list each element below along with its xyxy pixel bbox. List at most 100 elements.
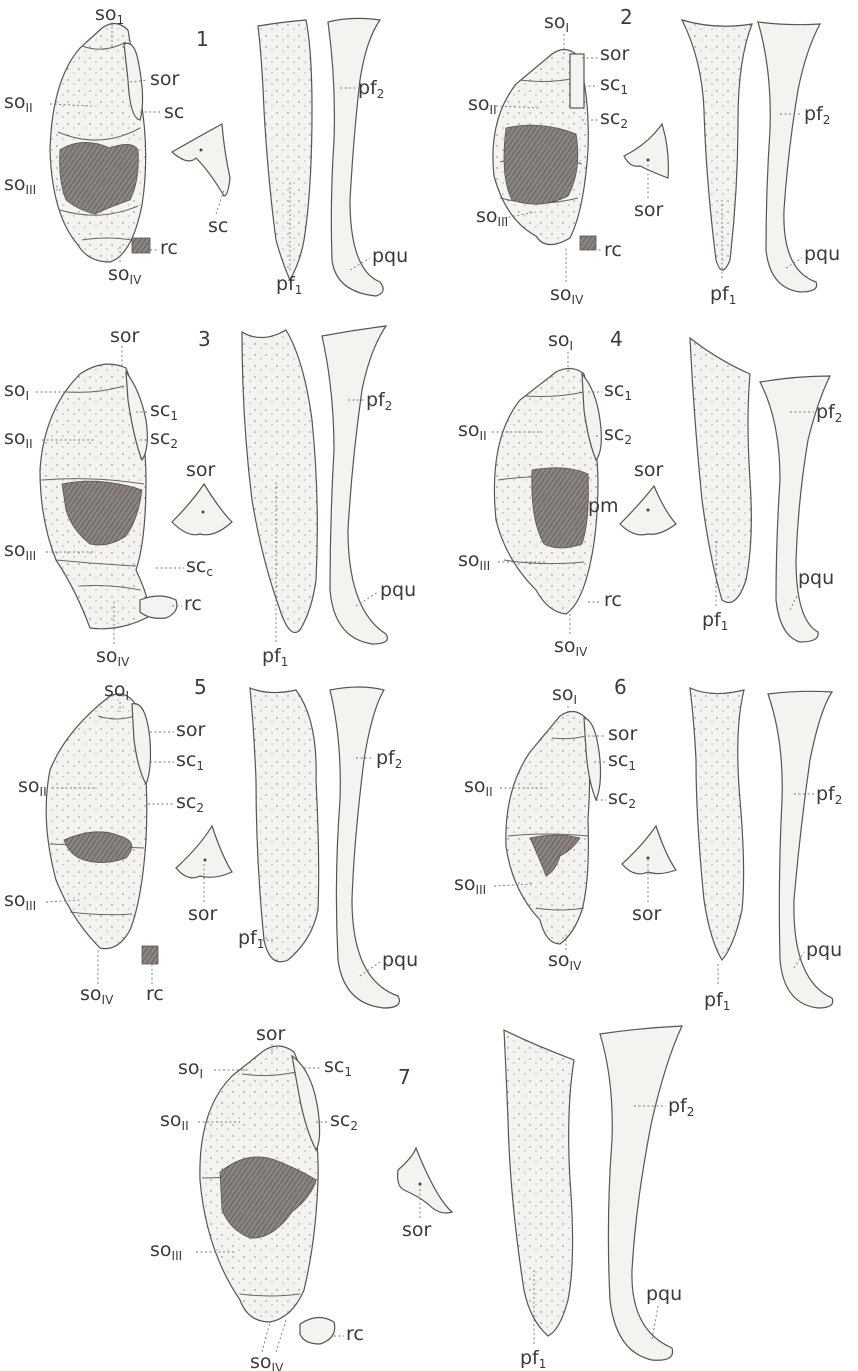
circumorbital-series-5	[46, 694, 158, 964]
svg-text:sc1: sc1	[324, 1055, 352, 1079]
svg-text:soI: soI	[178, 1057, 203, 1081]
svg-text:sc2: sc2	[600, 107, 628, 131]
svg-text:pm: pm	[588, 495, 619, 517]
figure-number-2: 2	[620, 5, 633, 29]
svg-text:sor: sor	[634, 459, 664, 481]
svg-text:soIV: soIV	[548, 949, 582, 973]
pf1-bone-4	[690, 338, 751, 603]
svg-text:soIII: soIII	[476, 205, 508, 229]
svg-text:pf2: pf2	[376, 747, 402, 771]
circumorbital-series-6	[506, 711, 601, 944]
pf1-bone-5	[250, 688, 319, 962]
svg-text:soIV: soIV	[96, 645, 130, 669]
svg-text:soIII: soIII	[4, 889, 36, 913]
svg-text:soIII: soIII	[458, 549, 490, 573]
svg-text:sor: sor	[256, 1023, 286, 1045]
svg-text:pf1: pf1	[710, 283, 736, 307]
svg-text:sc1: sc1	[604, 379, 632, 403]
svg-text:sor: sor	[186, 459, 216, 481]
svg-text:pqu: pqu	[646, 1283, 682, 1305]
figure-2: 2 soI sor sc1 soII sc2 sor soIII rc soIV…	[468, 5, 840, 307]
figure-4: 4 soI sc1 soII sc2 sor pm soIII rc soIV …	[458, 327, 842, 659]
figure-number-5: 5	[194, 675, 207, 699]
svg-text:soII: soII	[18, 775, 47, 799]
svg-text:pf1: pf1	[520, 1347, 546, 1371]
svg-text:so1: so1	[95, 3, 124, 27]
svg-text:soI: soI	[544, 11, 569, 35]
svg-text:sc1: sc1	[608, 749, 636, 773]
circumorbital-series-2	[493, 49, 596, 250]
svg-text:sc2: sc2	[604, 423, 632, 447]
svg-text:pf2: pf2	[804, 103, 830, 127]
svg-text:soI: soI	[104, 679, 129, 703]
sor-bone-3	[172, 484, 232, 535]
svg-text:rc: rc	[604, 589, 622, 611]
svg-text:soII: soII	[458, 419, 487, 443]
svg-text:rc: rc	[604, 239, 622, 261]
figure-1: 1 so1 sor soII sc soIII sc rc soIV pf1 p…	[4, 3, 408, 297]
sor-bone-1	[172, 124, 230, 196]
svg-text:sor: sor	[402, 1219, 432, 1241]
figure-7: 7 sor soI sc1 soII sc2 sor soIII rc soIV…	[150, 1023, 694, 1371]
svg-text:sor: sor	[110, 325, 140, 347]
svg-text:pf2: pf2	[358, 77, 384, 101]
svg-text:sor: sor	[150, 68, 180, 90]
svg-text:pf2: pf2	[366, 389, 392, 413]
figure-number-4: 4	[610, 327, 623, 351]
figure-number-3: 3	[198, 327, 211, 351]
svg-text:pf1: pf1	[702, 609, 728, 633]
svg-text:pqu: pqu	[380, 579, 416, 601]
sor-bone-7	[398, 1148, 452, 1213]
sor-bone-6	[622, 826, 676, 874]
svg-text:pf1: pf1	[704, 989, 730, 1013]
pf1-bone-2	[682, 20, 752, 270]
svg-text:sor: sor	[188, 903, 218, 925]
svg-text:soII: soII	[468, 93, 497, 117]
svg-text:soIV: soIV	[80, 983, 114, 1007]
svg-text:pqu: pqu	[804, 243, 840, 265]
pf1-bone-6	[690, 688, 744, 960]
svg-text:rc: rc	[184, 593, 202, 615]
svg-text:soIII: soIII	[4, 173, 36, 197]
svg-text:soIV: soIV	[108, 263, 142, 287]
figure-number-6: 6	[614, 675, 627, 699]
svg-text:sor: sor	[608, 723, 638, 745]
figure-number-7: 7	[398, 1065, 411, 1089]
svg-text:scc: scc	[186, 555, 213, 579]
svg-text:sor: sor	[634, 199, 664, 221]
svg-text:sor: sor	[632, 903, 662, 925]
svg-text:sor: sor	[176, 719, 206, 741]
sor-bone-2	[624, 124, 668, 178]
svg-text:sor: sor	[600, 43, 630, 65]
svg-text:sc2: sc2	[608, 787, 636, 811]
svg-text:soII: soII	[4, 91, 33, 115]
pf2-pqu-bone-7	[600, 1026, 682, 1360]
svg-text:soIII: soIII	[4, 539, 36, 563]
svg-text:soIV: soIV	[554, 635, 588, 659]
svg-text:pf1: pf1	[238, 927, 264, 951]
pf1-bone-1	[258, 20, 312, 280]
svg-text:soI: soI	[552, 683, 577, 707]
svg-text:sc1: sc1	[176, 749, 204, 773]
svg-text:pqu: pqu	[806, 939, 842, 961]
svg-text:sc2: sc2	[176, 791, 204, 815]
pf2-pqu-bone-3	[322, 326, 387, 644]
svg-text:rc: rc	[146, 983, 164, 1005]
svg-text:soIV: soIV	[250, 1351, 284, 1371]
svg-text:rc: rc	[160, 237, 178, 259]
circumorbital-series-4	[494, 368, 601, 614]
svg-text:soIII: soIII	[454, 873, 486, 897]
circumorbital-series-1	[50, 23, 150, 262]
svg-text:pqu: pqu	[372, 245, 408, 267]
svg-text:pqu: pqu	[798, 567, 834, 589]
svg-text:pf2: pf2	[816, 783, 842, 807]
svg-text:sc1: sc1	[150, 399, 178, 423]
svg-text:sc2: sc2	[330, 1109, 358, 1133]
svg-text:pf1: pf1	[262, 645, 288, 669]
svg-text:soII: soII	[4, 427, 33, 451]
svg-text:soII: soII	[160, 1109, 189, 1133]
svg-text:pf2: pf2	[816, 401, 842, 425]
svg-text:soI: soI	[548, 329, 573, 353]
svg-text:pf1: pf1	[276, 273, 302, 297]
